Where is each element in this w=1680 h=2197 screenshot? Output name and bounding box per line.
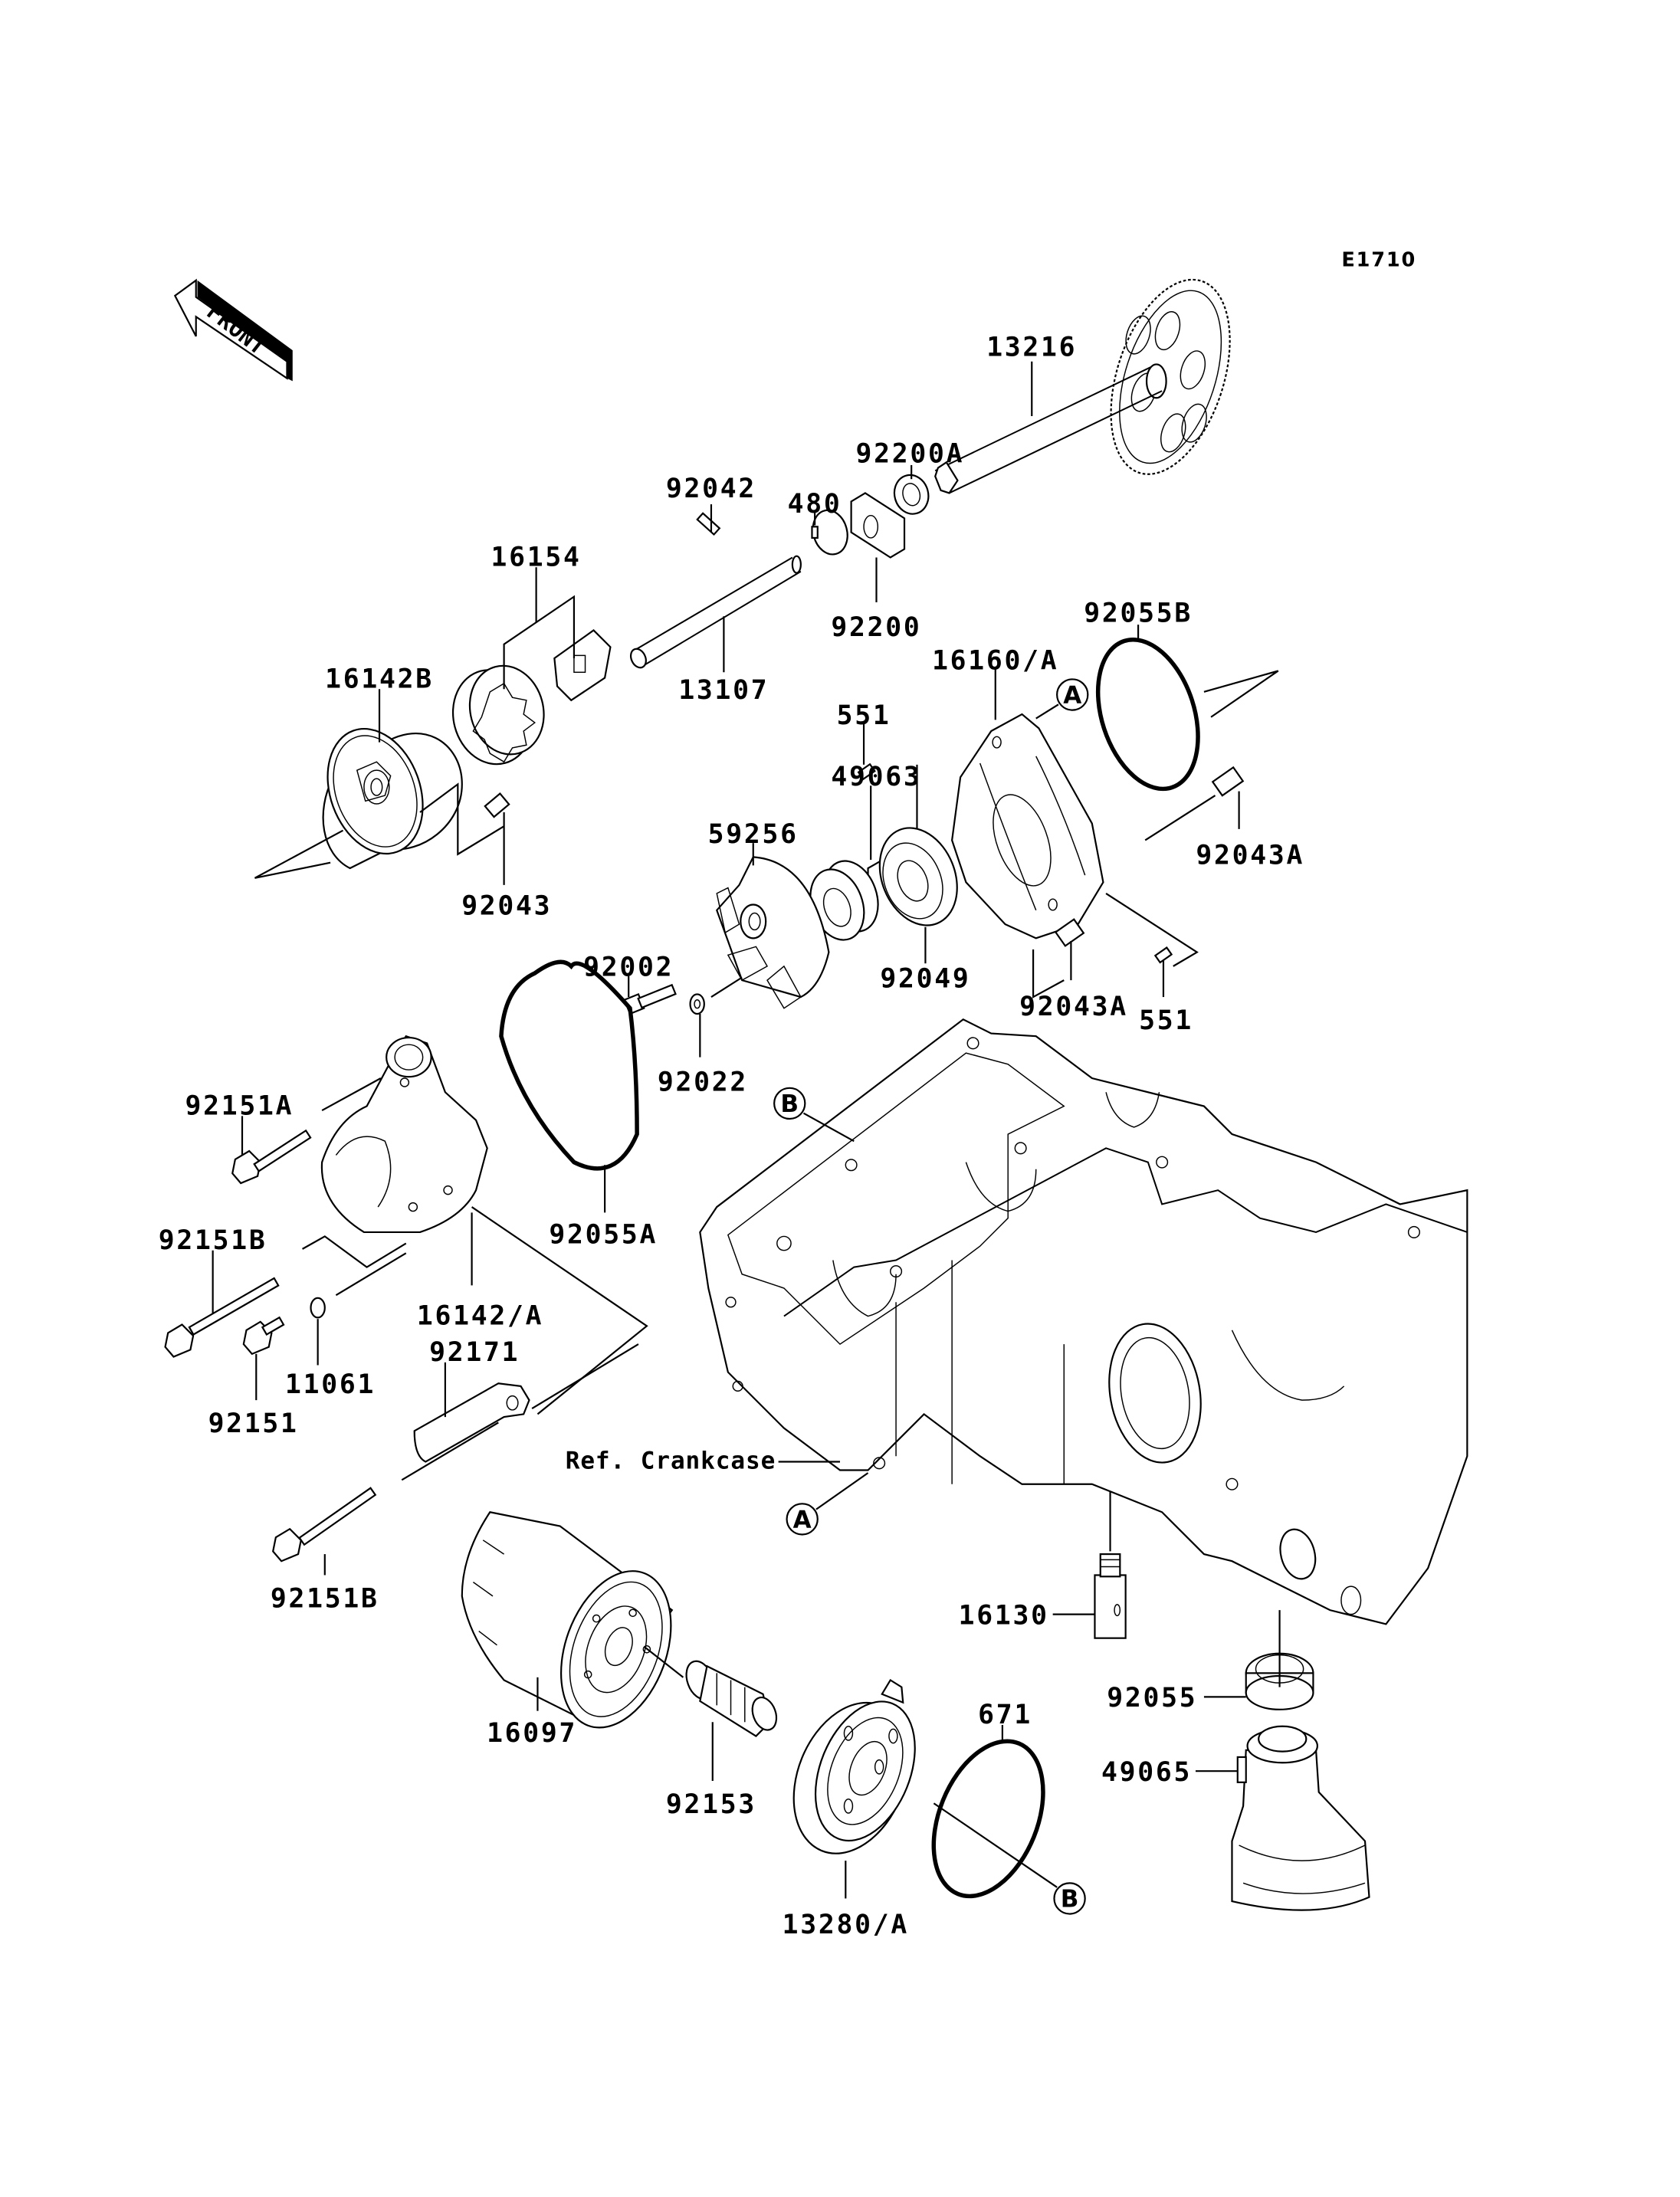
part-16160A-pump-cover[interactable] [951, 713, 1104, 939]
label-92153: 92153 [666, 1789, 756, 1820]
label-16160A: 16160/A [932, 646, 1058, 677]
label-13216: 13216 [986, 332, 1077, 362]
part-11061-gasket[interactable] [310, 1297, 326, 1319]
part-92200-plate[interactable] [850, 492, 906, 559]
callout-b-crankcase: B [773, 1087, 806, 1120]
part-92200A-washer[interactable] [890, 471, 933, 518]
part-13216-shaft-gear[interactable] [934, 264, 1252, 494]
label-16142B: 16142B [325, 664, 434, 694]
label-480: 480 [788, 489, 842, 520]
part-92055B-o-ring[interactable] [1080, 627, 1216, 802]
svg-text:A: A [1063, 681, 1081, 709]
part-92151-bolt[interactable] [242, 1316, 285, 1356]
diagram-code: E1710 [1341, 249, 1416, 272]
crankcase-reference [699, 1018, 1468, 1625]
label-13107: 13107 [678, 675, 769, 706]
part-92151B-bolt-lower[interactable] [272, 1487, 377, 1562]
part-13107-shaft[interactable] [628, 555, 802, 671]
part-92043A-dowel-right[interactable] [1211, 766, 1245, 797]
part-49063-seal[interactable] [801, 854, 888, 948]
ref-crankcase-label: Ref. Crankcase [566, 1448, 776, 1475]
part-59256-impeller[interactable] [715, 856, 830, 1009]
part-13280A-oil-cooler[interactable] [773, 1678, 934, 1871]
label-92151B-lower: 92151B [271, 1583, 379, 1614]
part-16142A-water-pump-housing[interactable] [320, 1035, 488, 1234]
part-92042-pin[interactable] [696, 512, 721, 536]
part-16142B-pump-body[interactable] [311, 716, 463, 870]
label-92151A: 92151A [185, 1091, 294, 1122]
part-92153-nipple[interactable] [681, 1658, 780, 1737]
label-49063: 49063 [831, 762, 921, 792]
part-551-pin-lower[interactable] [1153, 946, 1173, 964]
svg-text:B: B [780, 1090, 799, 1118]
callout-a-crankcase: A [786, 1503, 819, 1536]
part-16154-rotor-set[interactable] [443, 629, 612, 772]
label-11061: 11061 [285, 1369, 376, 1400]
svg-text:B: B [1061, 1885, 1079, 1913]
label-49065: 49065 [1101, 1757, 1192, 1788]
svg-text:A: A [793, 1506, 812, 1533]
label-551-top: 551 [837, 700, 891, 731]
label-92043: 92043 [461, 890, 552, 921]
callout-b-lower: B [1053, 1882, 1086, 1915]
part-92043-dowel[interactable] [484, 792, 510, 818]
label-92022: 92022 [658, 1067, 748, 1097]
part-49065-strainer[interactable] [1231, 1725, 1370, 1911]
label-92049: 92049 [880, 963, 970, 994]
label-92200A: 92200A [855, 438, 964, 469]
label-671: 671 [978, 1700, 1032, 1730]
label-551-lower: 551 [1139, 1005, 1193, 1036]
part-92151B-bolt-upper[interactable] [164, 1277, 280, 1358]
label-92151B-upper: 92151B [159, 1225, 267, 1256]
label-92200: 92200 [831, 612, 921, 643]
part-92043A-dowel-lower[interactable] [1054, 918, 1085, 947]
part-671-o-ring[interactable] [913, 1725, 1065, 1912]
part-92151A-bolt[interactable] [231, 1129, 312, 1185]
label-16130: 16130 [959, 1600, 1049, 1631]
label-92055: 92055 [1107, 1683, 1197, 1713]
label-59256: 59256 [708, 819, 799, 850]
part-92055A-o-ring[interactable] [499, 959, 639, 1171]
label-92002: 92002 [583, 953, 674, 983]
label-92042: 92042 [666, 474, 756, 504]
callout-a-top: A [1056, 678, 1089, 711]
label-92043A-lower: 92043A [1019, 992, 1128, 1022]
label-92171: 92171 [429, 1337, 520, 1368]
part-551-pin-top[interactable] [857, 762, 876, 781]
label-92043A-right: 92043A [1196, 841, 1304, 871]
front-arrow-icon: FRONT [173, 278, 293, 382]
part-16130-fitting[interactable] [1094, 1553, 1127, 1639]
part-92022-washer[interactable] [689, 993, 705, 1015]
part-92049-oil-seal[interactable] [866, 816, 971, 937]
label-13280A: 13280/A [783, 1910, 909, 1940]
part-480-circlip[interactable] [808, 507, 851, 559]
label-92151: 92151 [208, 1408, 299, 1439]
label-16097: 16097 [487, 1718, 577, 1749]
part-92171-clamp[interactable] [413, 1382, 530, 1463]
label-16154: 16154 [491, 542, 582, 572]
label-92055B: 92055B [1084, 598, 1193, 629]
part-16097-oil-filter[interactable] [461, 1511, 691, 1743]
label-16142A: 16142/A [417, 1301, 543, 1332]
label-92055A: 92055A [549, 1220, 658, 1251]
